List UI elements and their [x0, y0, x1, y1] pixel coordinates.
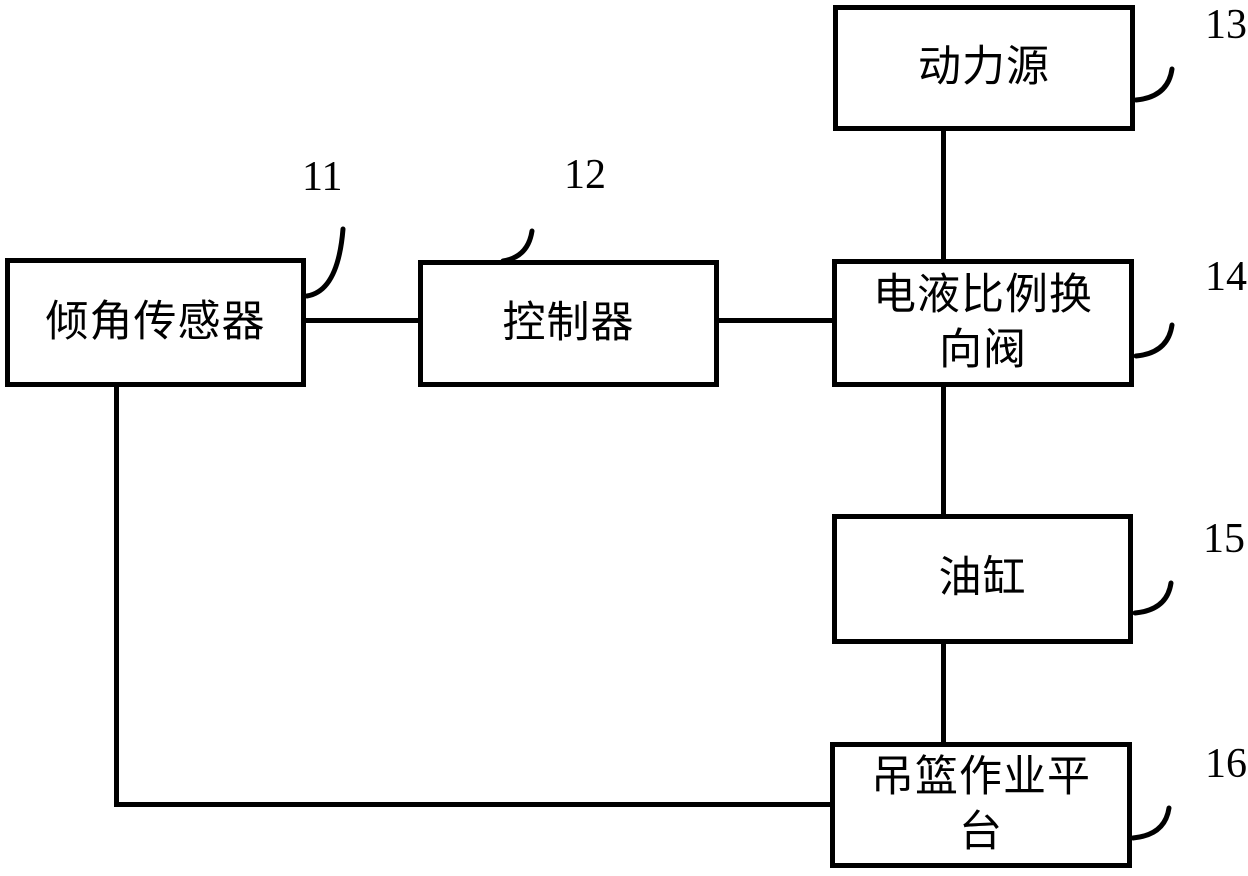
leader-arc-ref-11: [304, 226, 346, 299]
leader-arc-ref-15: [1132, 580, 1174, 616]
block-power-source: 动力源: [833, 5, 1135, 131]
leader-arc-ref-14: [1133, 322, 1175, 359]
connector-tilt-sensor-to-platform-horizontal: [114, 802, 832, 807]
block-controller: 控制器: [418, 260, 719, 387]
ref-number-power-source: 13: [1205, 2, 1247, 48]
ref-number-platform: 16: [1205, 741, 1247, 787]
leader-arc-ref-12: [500, 228, 535, 264]
block-power-source-label: 动力源: [918, 44, 1050, 92]
connector-controller-to-valve: [719, 318, 832, 323]
leader-arc-ref-13: [1133, 66, 1175, 103]
connector-tilt-sensor-to-controller: [306, 318, 418, 323]
block-tilt-sensor: 倾角传感器: [5, 258, 306, 387]
block-tilt-sensor-label: 倾角传感器: [45, 298, 266, 346]
block-platform-label: 吊篮作业平台: [871, 753, 1091, 856]
ref-number-controller: 12: [564, 152, 606, 198]
connector-cylinder-to-platform: [941, 642, 946, 743]
leader-arc-ref-16: [1130, 805, 1172, 841]
ref-number-valve: 14: [1205, 254, 1247, 300]
block-proportional-valve: 电液比例换向阀: [832, 259, 1134, 387]
block-oil-cylinder: 油缸: [832, 514, 1133, 644]
block-platform: 吊篮作业平台: [830, 742, 1132, 868]
connector-tilt-sensor-to-platform-vertical: [114, 385, 119, 807]
connector-valve-to-cylinder: [941, 385, 946, 515]
block-oil-cylinder-label: 油缸: [938, 555, 1027, 603]
connector-power-source-to-valve: [941, 129, 946, 260]
block-controller-label: 控制器: [502, 299, 635, 347]
ref-number-tilt-sensor: 11: [302, 154, 343, 200]
ref-number-cylinder: 15: [1203, 516, 1245, 562]
block-proportional-valve-label: 电液比例换向阀: [873, 271, 1093, 374]
